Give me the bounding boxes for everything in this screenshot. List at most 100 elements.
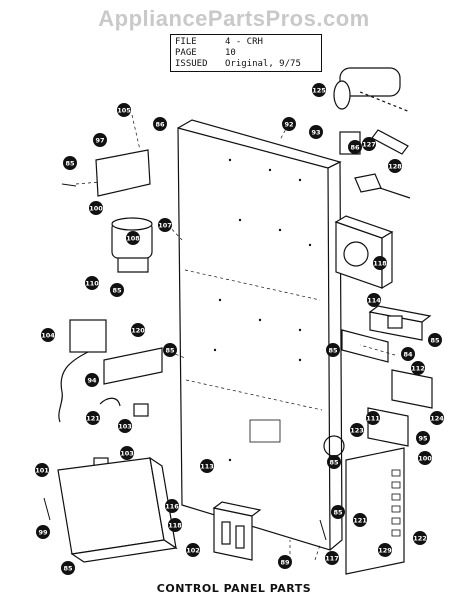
callout-circle [362,137,376,151]
callout-number: 111 [366,414,380,422]
issued-label: ISSUED [175,59,208,69]
callout-86: 86 [348,140,362,154]
callout-85: 85 [163,343,177,357]
callout-number: 117 [325,554,339,562]
callout-circle [118,419,132,433]
callout-number: 92 [284,120,293,128]
thermostat-drawing [58,319,107,423]
callout-number: 99 [38,528,48,536]
callout-121: 121 [86,411,100,425]
callout-number: 113 [200,462,214,470]
callout-circle [278,555,292,569]
callout-circle [312,83,326,97]
callout-128: 128 [388,159,402,173]
callout-116: 116 [165,499,179,513]
callout-97: 97 [93,133,107,147]
callout-85: 85 [61,561,75,575]
callout-85: 85 [63,156,77,170]
callout-114: 114 [367,293,381,307]
callout-117: 117 [325,551,339,565]
callout-circle [378,543,392,557]
callout-102: 102 [186,543,200,557]
callout-100: 100 [89,201,103,215]
contactor-drawing [212,501,262,561]
callout-circle [373,256,387,270]
callout-circle [282,117,296,131]
page-value: 10 [225,48,236,58]
callout-84: 84 [401,347,415,361]
capacitor-drawing [111,217,153,273]
callout-circle [158,218,172,232]
callout-number: 84 [403,350,413,358]
callout-circle [168,518,182,532]
callout-number: 110 [85,279,99,287]
callout-number: 85 [430,336,440,344]
callout-number: 93 [311,128,320,136]
callout-number: 116 [165,502,179,510]
callout-circle [353,513,367,527]
callout-number: 89 [280,558,290,566]
callout-number: 121 [353,516,367,524]
callout-number: 122 [413,534,427,542]
callout-circle [401,347,415,361]
callout-120: 120 [131,323,145,337]
callout-circle [36,525,50,539]
callout-circle [388,159,402,173]
callout-number: 85 [165,346,175,354]
callout-circle [86,411,100,425]
callout-number: 114 [367,296,381,304]
motor-drawing [333,67,411,113]
callout-number: 125 [312,86,326,94]
callout-circle [200,459,214,473]
callout-125: 125 [312,83,326,97]
watermark: AppliancePartsPros.com [98,6,370,31]
callout-101: 101 [35,463,49,477]
callout-number: 97 [95,136,104,144]
callout-99: 99 [36,525,50,539]
callout-circle [153,117,167,131]
callout-number: 118 [373,259,387,267]
callout-circle [63,156,77,170]
callout-94: 94 [85,373,99,387]
callout-circle [350,423,364,437]
callout-103: 103 [118,419,132,433]
callout-circle [85,373,99,387]
callout-111: 111 [366,411,380,425]
callout-circle [430,411,444,425]
relay-112-drawing [391,369,433,409]
callout-number: 112 [411,364,425,372]
callout-112: 112 [411,361,425,375]
callout-108: 108 [126,231,140,245]
callout-circle [331,505,345,519]
callout-number: 102 [186,546,200,554]
callout-89: 89 [278,555,292,569]
callout-circle [110,283,124,297]
callout-number: 118 [168,521,182,529]
callout-circle [411,361,425,375]
callout-123: 123 [350,423,364,437]
callout-number: 101 [35,466,49,474]
callout-number: 94 [87,376,97,384]
callout-circle [309,125,323,139]
issued-value: Original, 9/75 [225,59,301,69]
callout-100: 100 [418,451,432,465]
callout-number: 85 [65,159,75,167]
callout-circle [35,463,49,477]
panel-holes [213,158,312,462]
callout-circle [327,455,341,469]
callout-number: 103 [118,422,132,430]
page-label: PAGE [175,48,197,58]
callout-number: 124 [430,414,444,422]
callout-number: 85 [328,346,338,354]
callout-circle [126,231,140,245]
callout-85: 85 [428,333,442,347]
callout-122: 122 [413,531,427,545]
file-value: 4 - CRH [225,37,263,47]
callout-number: 128 [388,162,402,170]
main-control-panel [177,127,331,551]
cover-plate-drawing [95,149,151,197]
callout-92: 92 [282,117,296,131]
callout-85: 85 [327,455,341,469]
